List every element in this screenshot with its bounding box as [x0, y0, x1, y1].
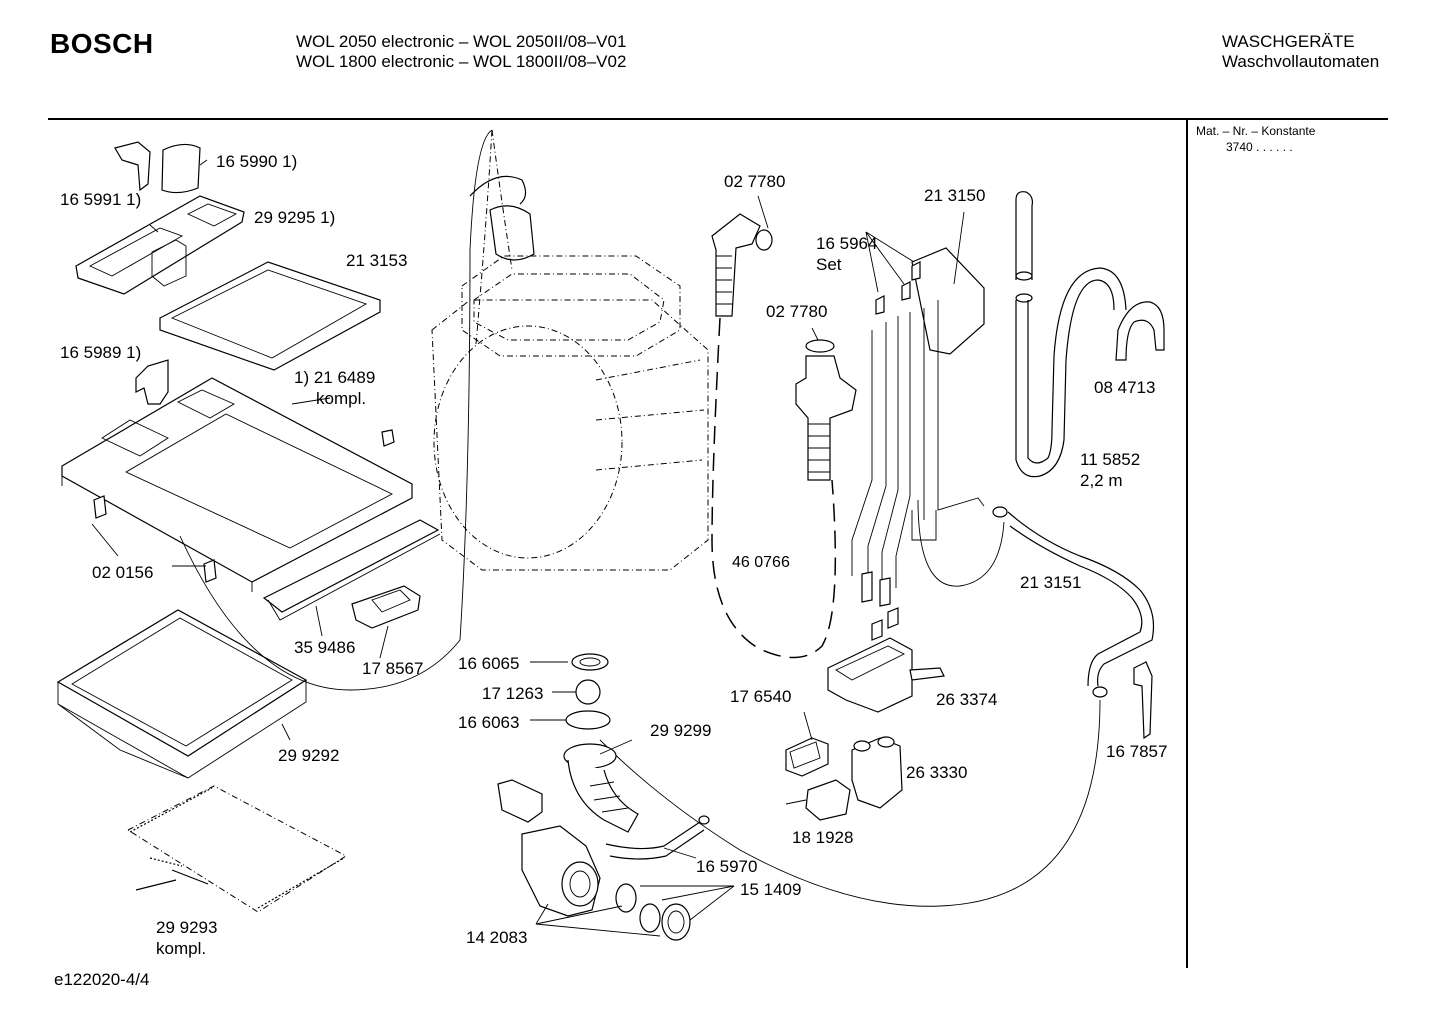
label-171263: 17 1263 [482, 684, 544, 703]
brand-logo: BOSCH [50, 28, 154, 59]
drawing-code: e122020-4/4 [54, 970, 150, 989]
label-263330: 26 3330 [906, 763, 968, 782]
lid-springs-assembly [126, 785, 347, 913]
model-line-1: WOL 2050 electronic – WOL 2050II/08–V01 [296, 32, 627, 51]
label-299293-kompl: kompl. [156, 939, 207, 958]
hose-elbow [711, 213, 835, 353]
label-460766: 46 0766 [732, 554, 790, 571]
label-213151: 21 3151 [1020, 573, 1082, 592]
material-number-title: Mat. – Nr. – Konstante [1196, 124, 1316, 138]
label-165964-set: Set [816, 255, 842, 274]
hose-clamp-084713 [1115, 301, 1165, 361]
label-178567: 17 8567 [362, 659, 424, 678]
label-263374: 26 3374 [936, 690, 998, 709]
label-020156: 02 0156 [92, 563, 154, 582]
label-165989: 16 5989 1) [60, 343, 142, 362]
label-115852: 11 5852 [1080, 450, 1141, 469]
washing-drum-outline [431, 129, 709, 571]
leader-lines [91, 195, 965, 937]
label-027780-mid: 02 7780 [766, 302, 828, 321]
pressure-switch [827, 607, 945, 713]
label-299292: 29 9292 [278, 746, 340, 765]
model-line-2: WOL 1800 electronic – WOL 1800II/08–V02 [296, 52, 627, 71]
label-142083: 14 2083 [466, 928, 528, 947]
inlet-hose [1015, 191, 1127, 478]
label-165991: 16 5991 1) [60, 190, 142, 209]
interference-filter [785, 779, 851, 821]
inlet-valve [851, 736, 903, 809]
label-165970: 16 5970 [696, 857, 758, 876]
detergent-drawer-clips [114, 141, 208, 194]
detergent-drawer-tray [75, 195, 245, 295]
hinge-bar [262, 519, 441, 621]
label-084713: 08 4713 [1094, 378, 1156, 397]
category-line-1: WASCHGERÄTE [1222, 32, 1355, 51]
drawer-housing [159, 261, 381, 371]
hose-holder-167857 [1133, 661, 1153, 740]
sump-hose [563, 743, 710, 860]
side-panel-divider [1186, 120, 1188, 968]
label-299293: 29 9293 [156, 918, 218, 937]
label-176540: 17 6540 [730, 687, 792, 706]
ball-valve-seals [565, 653, 611, 730]
label-165990: 16 5990 1) [216, 152, 298, 171]
bellows-hose [795, 355, 857, 481]
lid-seal-frame [56, 609, 308, 779]
label-166065: 16 6065 [458, 654, 520, 673]
label-181928: 18 1928 [792, 828, 854, 847]
label-359486: 35 9486 [294, 638, 356, 657]
label-166063: 16 6063 [458, 713, 520, 732]
material-number-value: 3740 . . . . . . [1226, 140, 1293, 154]
drain-hose-loop [179, 129, 493, 691]
label-115852-length: 2,2 m [1080, 471, 1123, 490]
category-line-2: Waschvollautomaten [1222, 52, 1380, 71]
label-216489-kompl: kompl. [316, 389, 367, 408]
lid-lock [351, 585, 421, 629]
label-299295: 29 9295 1) [254, 208, 336, 227]
label-151409: 15 1409 [740, 880, 802, 899]
label-299299: 29 9299 [650, 721, 712, 740]
label-165964: 16 5964 [816, 234, 878, 253]
label-213150: 21 3150 [924, 186, 986, 205]
label-167857: 16 7857 [1106, 742, 1168, 761]
top-panel-frame [61, 377, 413, 592]
dashed-hose [711, 317, 837, 659]
drain-pump [497, 779, 691, 941]
label-027780-top: 02 7780 [724, 172, 786, 191]
top-frame-clip [135, 359, 169, 405]
drain-hose [599, 506, 1155, 907]
label-216489: 1) 21 6489 [294, 368, 376, 387]
label-213153: 21 3153 [346, 251, 408, 270]
header-divider [48, 118, 1388, 120]
inlet-manifold [851, 247, 1005, 607]
clip-176540 [785, 737, 829, 777]
